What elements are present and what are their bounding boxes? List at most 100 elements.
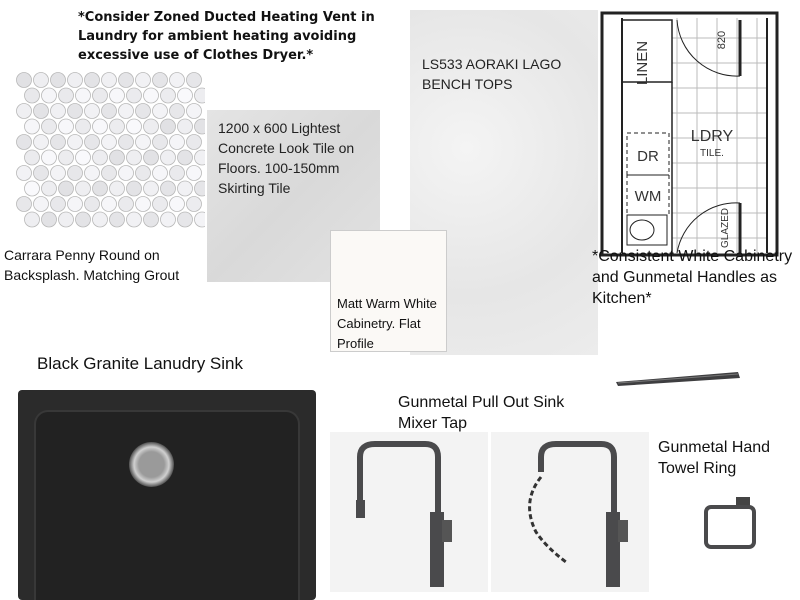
penny-round-tile-image [16,72,205,228]
benchtop-label: LS533 AORAKI LAGO BENCH TOPS [422,56,562,92]
penny-tile [126,149,142,166]
penny-tile [75,87,91,104]
penny-tile [126,118,142,135]
floor-tile-label: 1200 x 600 Lightest Concrete Look Tile o… [218,120,355,196]
penny-tile [160,211,176,228]
tap-label: Gunmetal Pull Out Sink Mixer Tap [398,394,565,432]
penny-tile [186,165,202,181]
mixer-tap-pulled-image [491,432,649,592]
penny-tile [75,211,91,228]
washer-label: WM [635,188,662,205]
penny-tile [143,180,159,197]
door-width-label: 820 [716,31,728,49]
penny-tile [41,87,57,104]
penny-tile [92,87,108,104]
penny-tile [169,72,185,88]
penny-tile [101,134,117,150]
penny-tile [177,87,193,104]
penny-tile [135,165,151,181]
drain-icon [129,442,174,487]
penny-tile [58,87,74,104]
penny-tile [152,72,168,88]
penny-tile [109,149,125,166]
penny-tile [41,149,57,166]
penny-tile [194,180,205,197]
penny-tile [109,87,125,104]
penny-tile [152,196,168,212]
penny-tile [126,180,142,197]
penny-tile [67,165,83,181]
penny-tile [92,149,108,166]
penny-tile [24,149,40,166]
penny-tile [24,87,40,104]
penny-tile [41,180,57,197]
cabinetry-swatch: Matt Warm White Cabinetry. Flat Profile [330,230,447,352]
penny-tile [50,196,66,212]
heating-note: *Consider Zoned Ducted Heating Vent in L… [78,10,375,63]
penny-tile [169,134,185,150]
penny-tile [24,180,40,197]
penny-tile [135,72,151,88]
penny-tile [75,180,91,197]
penny-tile [16,72,32,88]
concrete-tile-image: 1200 x 600 Lightest Concrete Look Tile o… [207,110,380,282]
penny-tile [126,211,142,228]
penny-tile [160,87,176,104]
penny-tile [118,196,134,212]
penny-tile [194,87,205,104]
penny-tile [186,103,202,119]
penny-tile [118,72,134,88]
sink-label: Black Granite Lanudry Sink [37,354,243,373]
black-granite-sink-image [18,390,316,600]
penny-tile [16,196,32,212]
penny-tile [84,134,100,150]
penny-tile [24,211,40,228]
penny-tile [67,103,83,119]
penny-tile [126,87,142,104]
towel-ring-image [704,497,756,549]
penny-tile [143,211,159,228]
penny-tile [92,118,108,135]
penny-tile [92,211,108,228]
mixer-tap-image [330,432,488,592]
penny-tile [58,149,74,166]
penny-tile [152,134,168,150]
penny-tile [33,103,49,119]
penny-tile [50,165,66,181]
penny-tile [50,72,66,88]
penny-tile [177,180,193,197]
penny-tile [92,180,108,197]
penny-tile [101,165,117,181]
penny-tile [33,72,49,88]
room-label: LDRY [691,128,734,145]
dryer-label: DR [637,148,659,165]
penny-tile [109,180,125,197]
penny-tile [75,149,91,166]
penny-tile [84,165,100,181]
penny-tile [75,118,91,135]
penny-tile [58,211,74,228]
penny-tile [16,165,32,181]
penny-tile [33,165,49,181]
benchtop-image: LS533 AORAKI LAGO BENCH TOPS [410,10,598,355]
penny-tile [160,118,176,135]
gunmetal-handle-image [616,372,740,386]
penny-tile [194,149,205,166]
penny-tile [143,149,159,166]
penny-tile [16,103,32,119]
penny-tile [33,134,49,150]
penny-tile [177,149,193,166]
penny-tile [143,87,159,104]
penny-tile [50,134,66,150]
penny-tile [58,118,74,135]
penny-tile [101,72,117,88]
penny-tile [109,211,125,228]
floor-label: TILE. [700,148,724,159]
penny-tile [135,103,151,119]
penny-tile [152,103,168,119]
penny-tile [118,134,134,150]
penny-tile [16,134,32,150]
penny-tile [194,211,205,228]
cabinetry-label: Matt Warm White Cabinetry. Flat Profile [337,296,437,351]
penny-tile [135,134,151,150]
